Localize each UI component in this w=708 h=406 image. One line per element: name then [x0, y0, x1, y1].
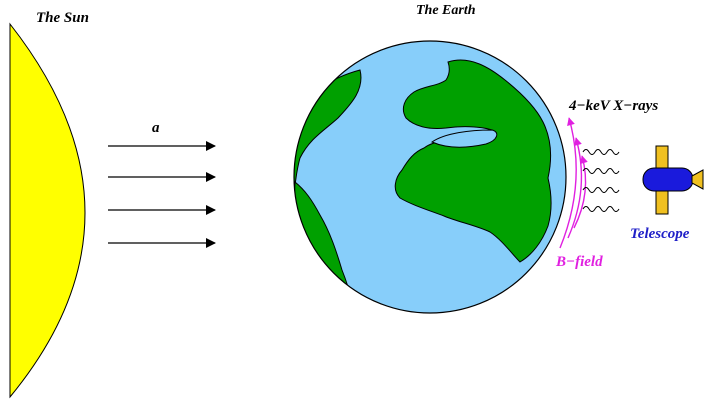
- sun: [10, 24, 85, 397]
- wavy-xray-icon: [583, 188, 619, 193]
- telescope-label: Telescope: [630, 226, 690, 242]
- x-rays-label: 4−keV X−rays: [568, 98, 658, 114]
- earth-label: The Earth: [416, 3, 476, 18]
- earth: [290, 41, 566, 318]
- axion-arrows: [108, 146, 215, 243]
- b-field-label: B−field: [555, 254, 603, 270]
- satellite-telescope-icon: [643, 146, 703, 214]
- wavy-xray-icon: [583, 207, 619, 212]
- axion-label: a: [152, 120, 160, 136]
- x-ray-waves: [583, 150, 619, 212]
- wavy-xray-icon: [583, 150, 619, 155]
- sun-label: The Sun: [36, 10, 89, 26]
- wavy-xray-icon: [583, 169, 619, 174]
